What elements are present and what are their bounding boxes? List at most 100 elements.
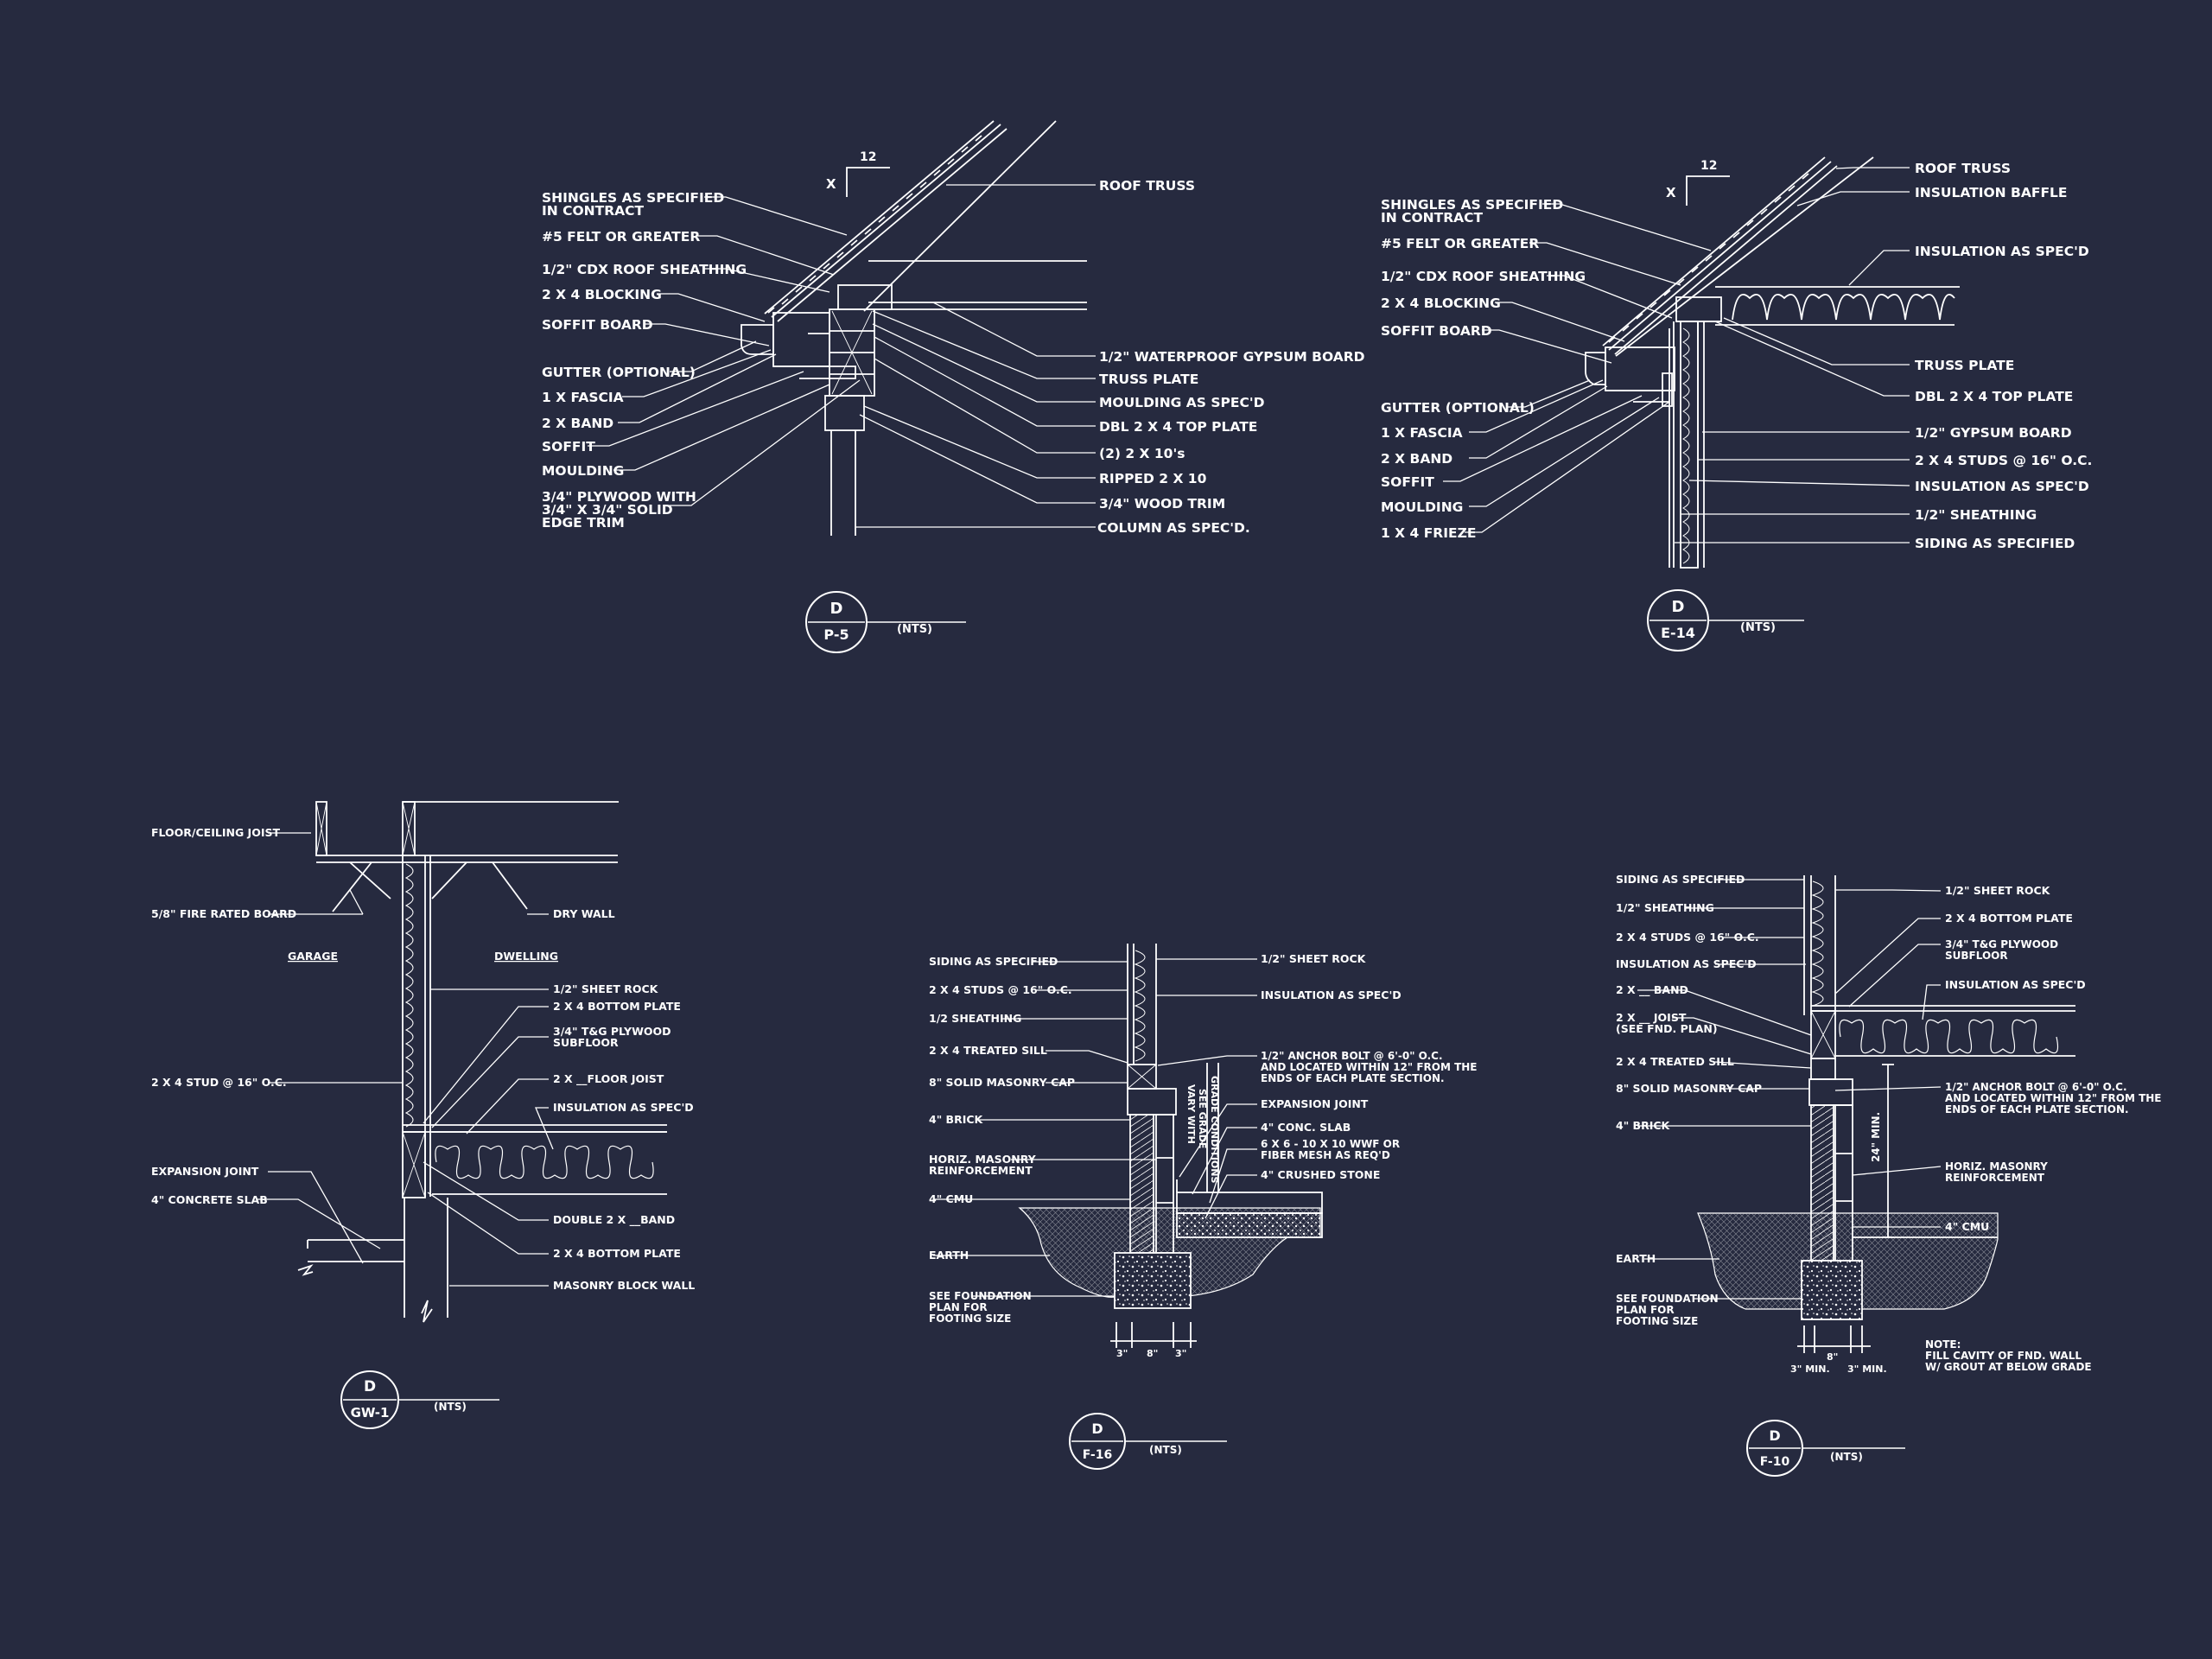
callout-label: GUTTER (OPTIONAL) (542, 365, 696, 380)
leader-lines (933, 958, 1257, 1297)
callout-label: 4" CONC. SLAB (1261, 1121, 1351, 1134)
callout-label: COLUMN AS SPEC'D. (1097, 520, 1250, 536)
detail-tag-sheet: P-5 (823, 626, 849, 643)
detail-tag-scale: (NTS) (434, 1401, 467, 1413)
room-label-dwelling: DWELLING (494, 950, 558, 963)
callout-label: 2 X BAND (1381, 451, 1452, 467)
callout-label: 8" SOLID MASONRY CAP (1616, 1082, 1762, 1095)
callout-label: TRUSS PLATE (1099, 372, 1198, 387)
callout-label: INSULATION AS SPEC'D (553, 1101, 694, 1114)
detail-tag-letter: D (364, 1378, 376, 1395)
callout-label: 3/4" WOOD TRIM (1099, 496, 1225, 512)
callout-label: 2 X __FLOOR JOIST (553, 1072, 664, 1086)
callout-label: EARTH (929, 1249, 969, 1262)
callout-label: SOFFIT BOARD (542, 317, 653, 333)
callout-label: EXPANSION JOINT (151, 1165, 259, 1178)
callout-label: INSULATION AS SPEC'D (1915, 244, 2089, 259)
callout-label: GUTTER (OPTIONAL) (1381, 400, 1535, 416)
leader-lines-left (1443, 203, 1712, 533)
callout-label: 1/2" SHEET ROCK (1945, 884, 2051, 897)
callout-label: SIDING AS SPECIFIED (1915, 536, 2075, 551)
detail-tag-f16: D F-16 (NTS) (1069, 1413, 1227, 1470)
callout-label: 5/8" FIRE RATED BOARD (151, 907, 296, 920)
vertical-note: 24" MIN. (1870, 1112, 1882, 1162)
callout-label: 2 X 4 BOTTOM PLATE (553, 1247, 681, 1260)
callout-label: MOULDING AS SPEC'D (1099, 395, 1265, 410)
callout-label: 1/2" SHEATHING (1616, 901, 1714, 914)
callout-label: TRUSS PLATE (1915, 358, 2014, 373)
dimension-label: 8" (1147, 1348, 1158, 1359)
callout-label: MOULDING (1381, 499, 1463, 515)
callout-label: 2 X __ JOIST(SEE FND. PLAN) (1616, 1011, 1718, 1035)
callout-label: #5 FELT OR GREATER (542, 229, 700, 245)
callout-label: DBL 2 X 4 TOP PLATE (1915, 389, 2073, 404)
callout-label: 1 X 4 FRIEZE (1381, 525, 1476, 541)
detail-tag-sheet: F-16 (1083, 1448, 1112, 1462)
callout-label: 2 X 4 TREATED SILL (1616, 1055, 1734, 1068)
callout-label: EARTH (1616, 1252, 1656, 1265)
callout-label: SIDING AS SPECIFIED (1616, 873, 1745, 886)
callout-label: (2) 2 X 10's (1099, 446, 1185, 461)
callout-label: 2 X 4 STUDS @ 16" O.C. (1915, 453, 2092, 468)
callout-label: INSULATION AS SPEC'D (1915, 479, 2089, 494)
detail-tag-e14: D E-14 (NTS) (1647, 589, 1804, 652)
callout-label: 4" BRICK (1616, 1119, 1671, 1132)
slope-symbol (846, 167, 890, 197)
callout-label: 1/2" SHEET ROCK (553, 982, 659, 995)
detail-tag-letter: D (1672, 598, 1685, 616)
leader-lines (257, 832, 554, 1287)
detail-tag-f10: D F-10 (NTS) (1746, 1420, 1905, 1477)
detail-roof-eave-wall (1443, 156, 1960, 569)
wall-assembly (1585, 296, 1722, 569)
detail-garage-wall (257, 801, 667, 1323)
callout-label: 4" CMU (929, 1192, 973, 1205)
slope-rise-label: X (1666, 185, 1676, 200)
callout-label: DRY WALL (553, 907, 615, 920)
callout-label: INSULATION AS SPEC'D (1616, 957, 1757, 970)
callout-label: 1/2" ANCHOR BOLT @ 6'-0" O.C.AND LOCATED… (1261, 1050, 1478, 1084)
dimension-label: 3" MIN. (1847, 1363, 1887, 1375)
callout-label: 4" CRUSHED STONE (1261, 1168, 1380, 1181)
leader-lines (1637, 879, 1942, 1300)
slope-rise-label: X (826, 176, 836, 192)
callout-label: #5 FELT OR GREATER (1381, 236, 1539, 251)
callout-label: 1/2 SHEATHING (929, 1012, 1021, 1025)
detail-foundation-slab (933, 944, 1323, 1348)
detail-tag-scale: (NTS) (1740, 621, 1776, 634)
leader-lines-right (855, 184, 1096, 528)
detail-roof-eave-column (588, 120, 1096, 536)
label-group-gw1: FLOOR/CEILING JOIST 5/8" FIRE RATED BOAR… (151, 826, 695, 1292)
detail-tag-gw1: D GW-1 (NTS) (340, 1370, 499, 1429)
detail-tag-scale: (NTS) (897, 623, 932, 636)
callout-label: 1/2" ANCHOR BOLT @ 6'-0" O.C.AND LOCATED… (1945, 1081, 2162, 1116)
callout-label: SOFFIT (1381, 474, 1434, 490)
slope-run-label: 12 (1700, 159, 1717, 173)
slope-symbol (1686, 175, 1730, 206)
callout-label: 2 X 4 BLOCKING (542, 287, 662, 302)
detail-tag-letter: D (1769, 1427, 1780, 1444)
detail-tag-sheet: GW-1 (351, 1405, 390, 1421)
callout-label: 2 X 4 BLOCKING (1381, 296, 1501, 311)
callout-label: 1/2" CDX ROOF SHEATHING (542, 262, 747, 277)
callout-label: 1 X FASCIA (1381, 425, 1463, 441)
callout-label: 2 X 4 STUDS @ 16" O.C. (929, 983, 1072, 996)
callout-label: 1/2" WATERPROOF GYPSUM BOARD (1099, 349, 1365, 365)
callout-label: 1/2" SHEATHING (1915, 507, 2037, 523)
vertical-note: VARY WITH (1185, 1084, 1197, 1144)
callout-label: DBL 2 X 4 TOP PLATE (1099, 419, 1257, 435)
callout-label: 2 X 4 TREATED SILL (929, 1044, 1047, 1057)
dimension-label: 3" MIN. (1790, 1363, 1830, 1375)
callout-label: ROOF TRUSS (1915, 161, 2011, 176)
callout-label: MASONRY BLOCK WALL (553, 1279, 695, 1292)
callout-label: EXPANSION JOINT (1261, 1097, 1369, 1110)
